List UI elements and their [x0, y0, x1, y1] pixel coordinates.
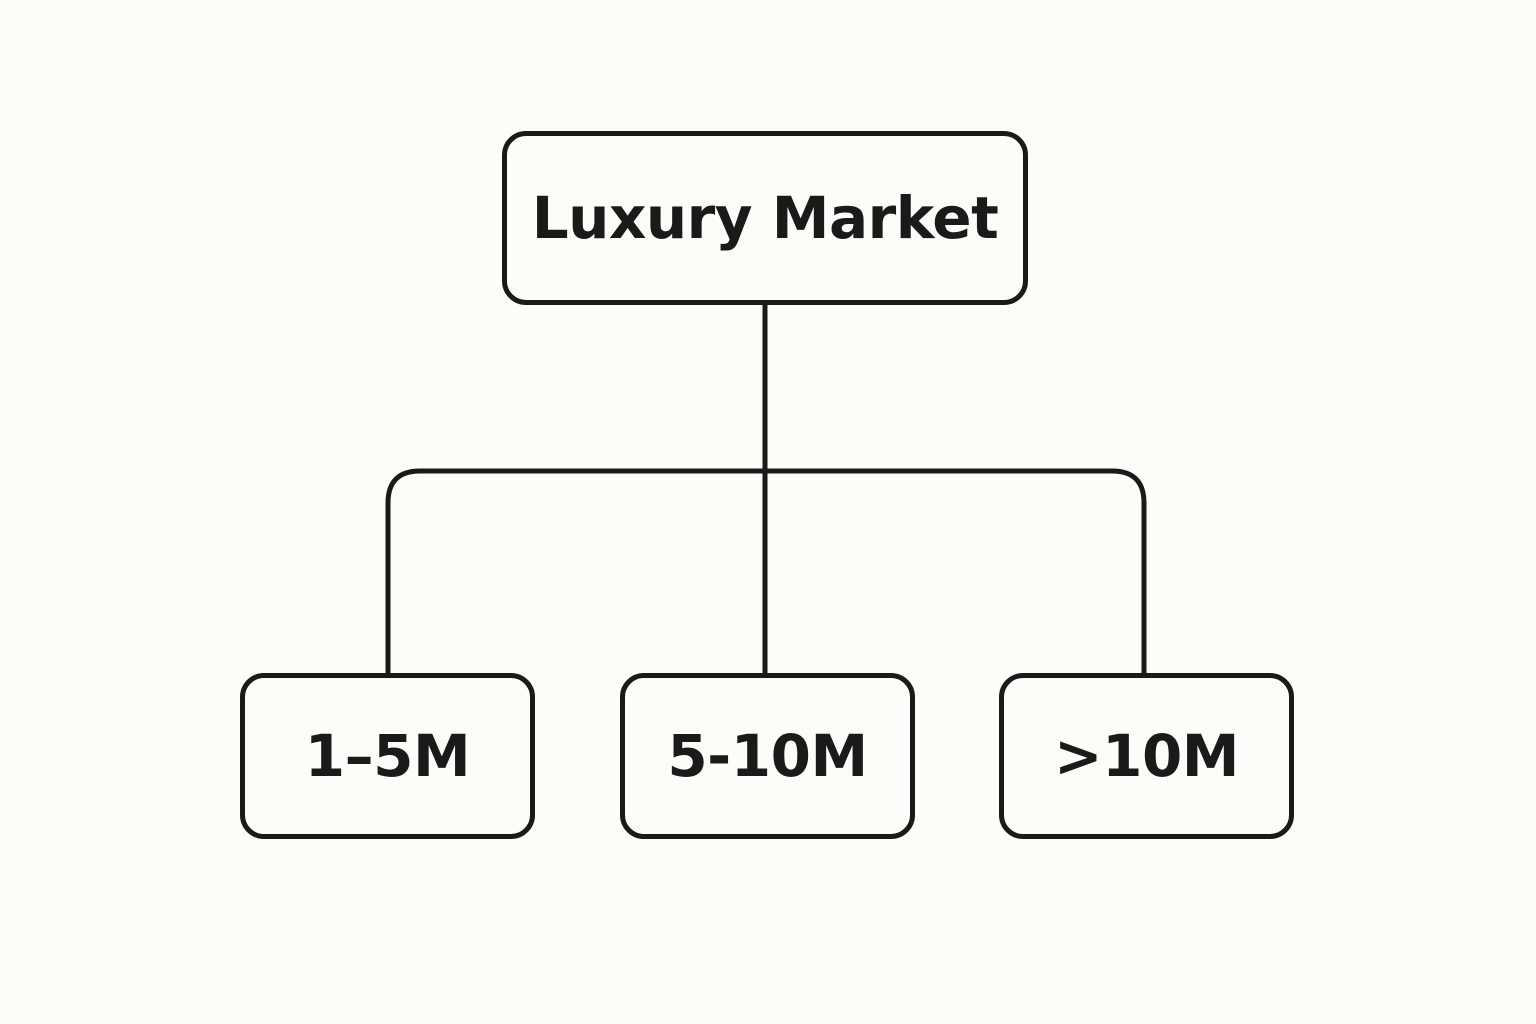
root-node-luxury-market: Luxury Market: [502, 131, 1028, 305]
bracket-line: [385, 468, 1147, 676]
child-node-label: 1–5M: [304, 722, 471, 790]
child-node-1-5m: 1–5M: [240, 673, 535, 839]
child-node-label: >10M: [1053, 722, 1240, 790]
child-node-over-10m: >10M: [999, 673, 1294, 839]
root-node-label: Luxury Market: [531, 184, 999, 252]
child-node-label: 5-10M: [667, 722, 868, 790]
child-node-5-10m: 5-10M: [620, 673, 915, 839]
